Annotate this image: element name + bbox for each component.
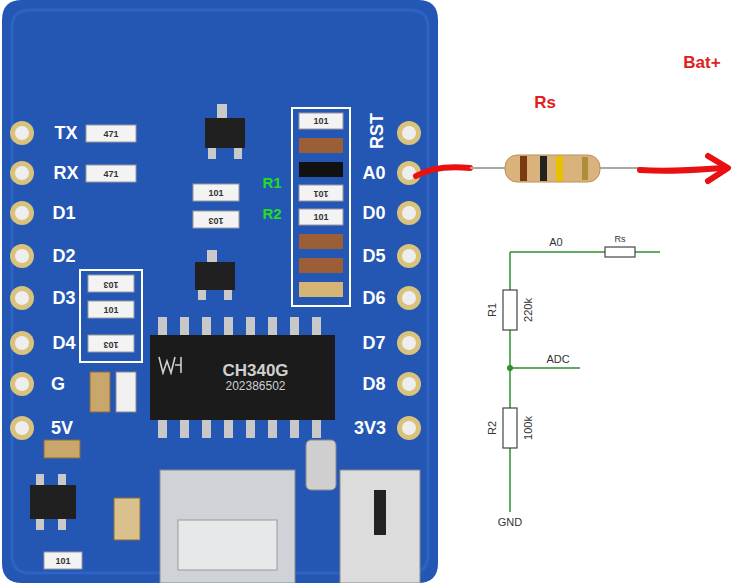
ic-chip: CH340G202386502 [150, 335, 335, 420]
voltage-label: Bat+ [683, 54, 720, 71]
component-marking: 101 [313, 189, 328, 198]
resistor-label: R2 [487, 421, 498, 435]
pin-label: 3V3 [354, 419, 386, 437]
component-marking: 103 [103, 279, 118, 288]
resistor-rs-illustration [416, 155, 728, 182]
pin-label: G [51, 375, 65, 393]
component-marking: 101 [313, 117, 328, 126]
component-marking: 103 [208, 215, 223, 224]
component-marking: 101 [103, 305, 118, 314]
pin-label: RST [368, 113, 386, 149]
schematic [503, 247, 660, 512]
transistors [195, 104, 245, 300]
pin-label: D0 [362, 204, 385, 222]
pin-label: 5V [51, 419, 73, 437]
pcb-board [2, 0, 438, 583]
pin-label: D4 [52, 334, 75, 352]
pin-label: D1 [52, 204, 75, 222]
pin-label: A0 [362, 164, 385, 182]
pin-label: TX [54, 124, 77, 142]
pin-label: D5 [362, 247, 385, 265]
net-label: A0 [549, 237, 562, 248]
pin-label: D7 [362, 334, 385, 352]
component-marking: 101 [208, 188, 223, 197]
pin-holes [10, 121, 421, 440]
component-marking: 471 [103, 129, 118, 138]
resistor-label: R1 [487, 303, 498, 317]
resistor-label: Rs [534, 94, 556, 111]
reset-button [340, 470, 420, 583]
component-marking: 103 [103, 339, 118, 348]
chip-code: 202386502 [225, 380, 285, 394]
pin-label: RX [53, 164, 78, 182]
value-label: 220k [523, 298, 534, 322]
net-label: GND [498, 517, 522, 528]
regulator [30, 474, 76, 530]
pin-label: D2 [52, 247, 75, 265]
chip-name: CH340G [222, 361, 288, 381]
pin-label: D3 [52, 289, 75, 307]
usb-connector [160, 470, 295, 583]
resistor-label: Rs [615, 235, 626, 244]
value-label: 100k [523, 416, 534, 440]
crystal [306, 440, 336, 490]
component-marking: 101 [313, 213, 328, 222]
net-label: ADC [546, 354, 569, 365]
pin-label: D8 [362, 375, 385, 393]
maker-logo [158, 355, 182, 375]
pin-label: D6 [362, 289, 385, 307]
resistor-label: R1 [262, 175, 281, 190]
resistor-label: R2 [262, 206, 281, 221]
component-marking: 471 [103, 169, 118, 178]
component-marking: 101 [55, 556, 70, 565]
